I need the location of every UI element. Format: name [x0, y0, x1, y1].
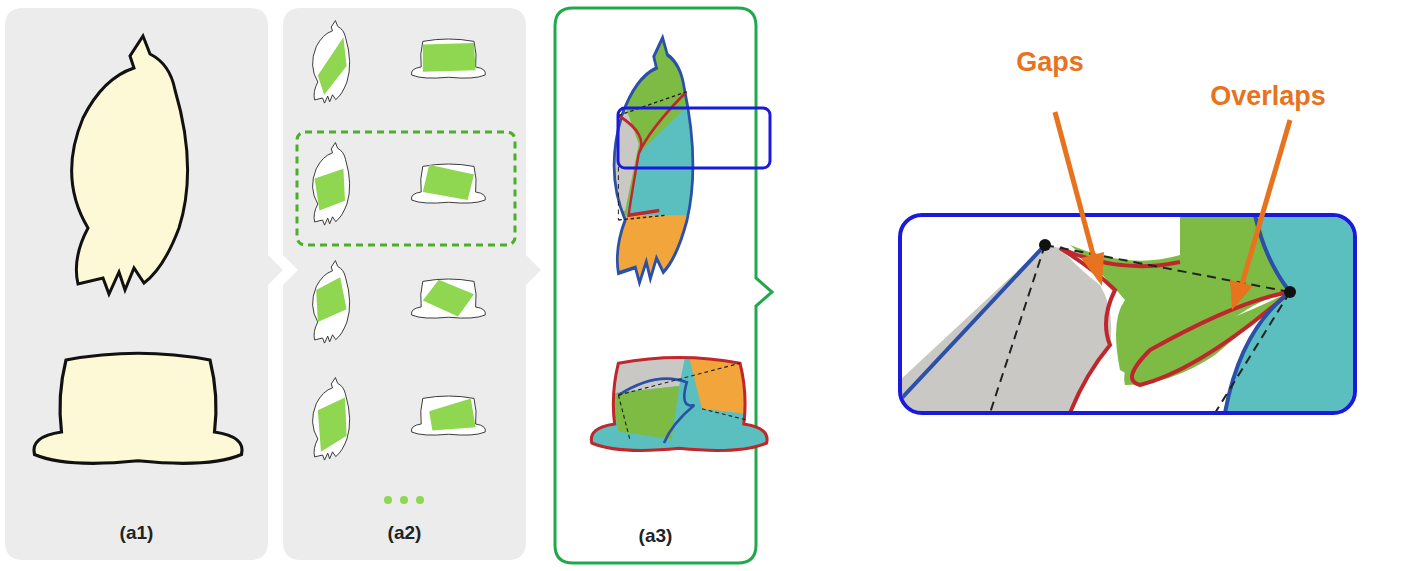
hat-shape: [34, 353, 242, 463]
segmented-bird: [598, 30, 707, 291]
panel-bg: [283, 8, 541, 560]
panel-bg: [5, 8, 283, 560]
callout-arrows: [1055, 112, 1290, 310]
panel-label: (a2): [283, 522, 526, 544]
panel: (a3): [555, 8, 756, 563]
bird-shape: [72, 36, 188, 294]
panel-frame: [555, 8, 772, 563]
panel: (a1): [5, 8, 268, 560]
panel-label: (a3): [555, 525, 756, 547]
callout-label: Overlaps: [1210, 81, 1326, 112]
pair-rows: [297, 21, 515, 504]
zoom-view: [900, 215, 1355, 413]
callout-label: Gaps: [1016, 47, 1084, 78]
zoom-marker: [618, 108, 770, 168]
panel-label: (a1): [5, 522, 268, 544]
panel: (a2): [283, 8, 526, 560]
segmented-hat: [588, 348, 770, 454]
